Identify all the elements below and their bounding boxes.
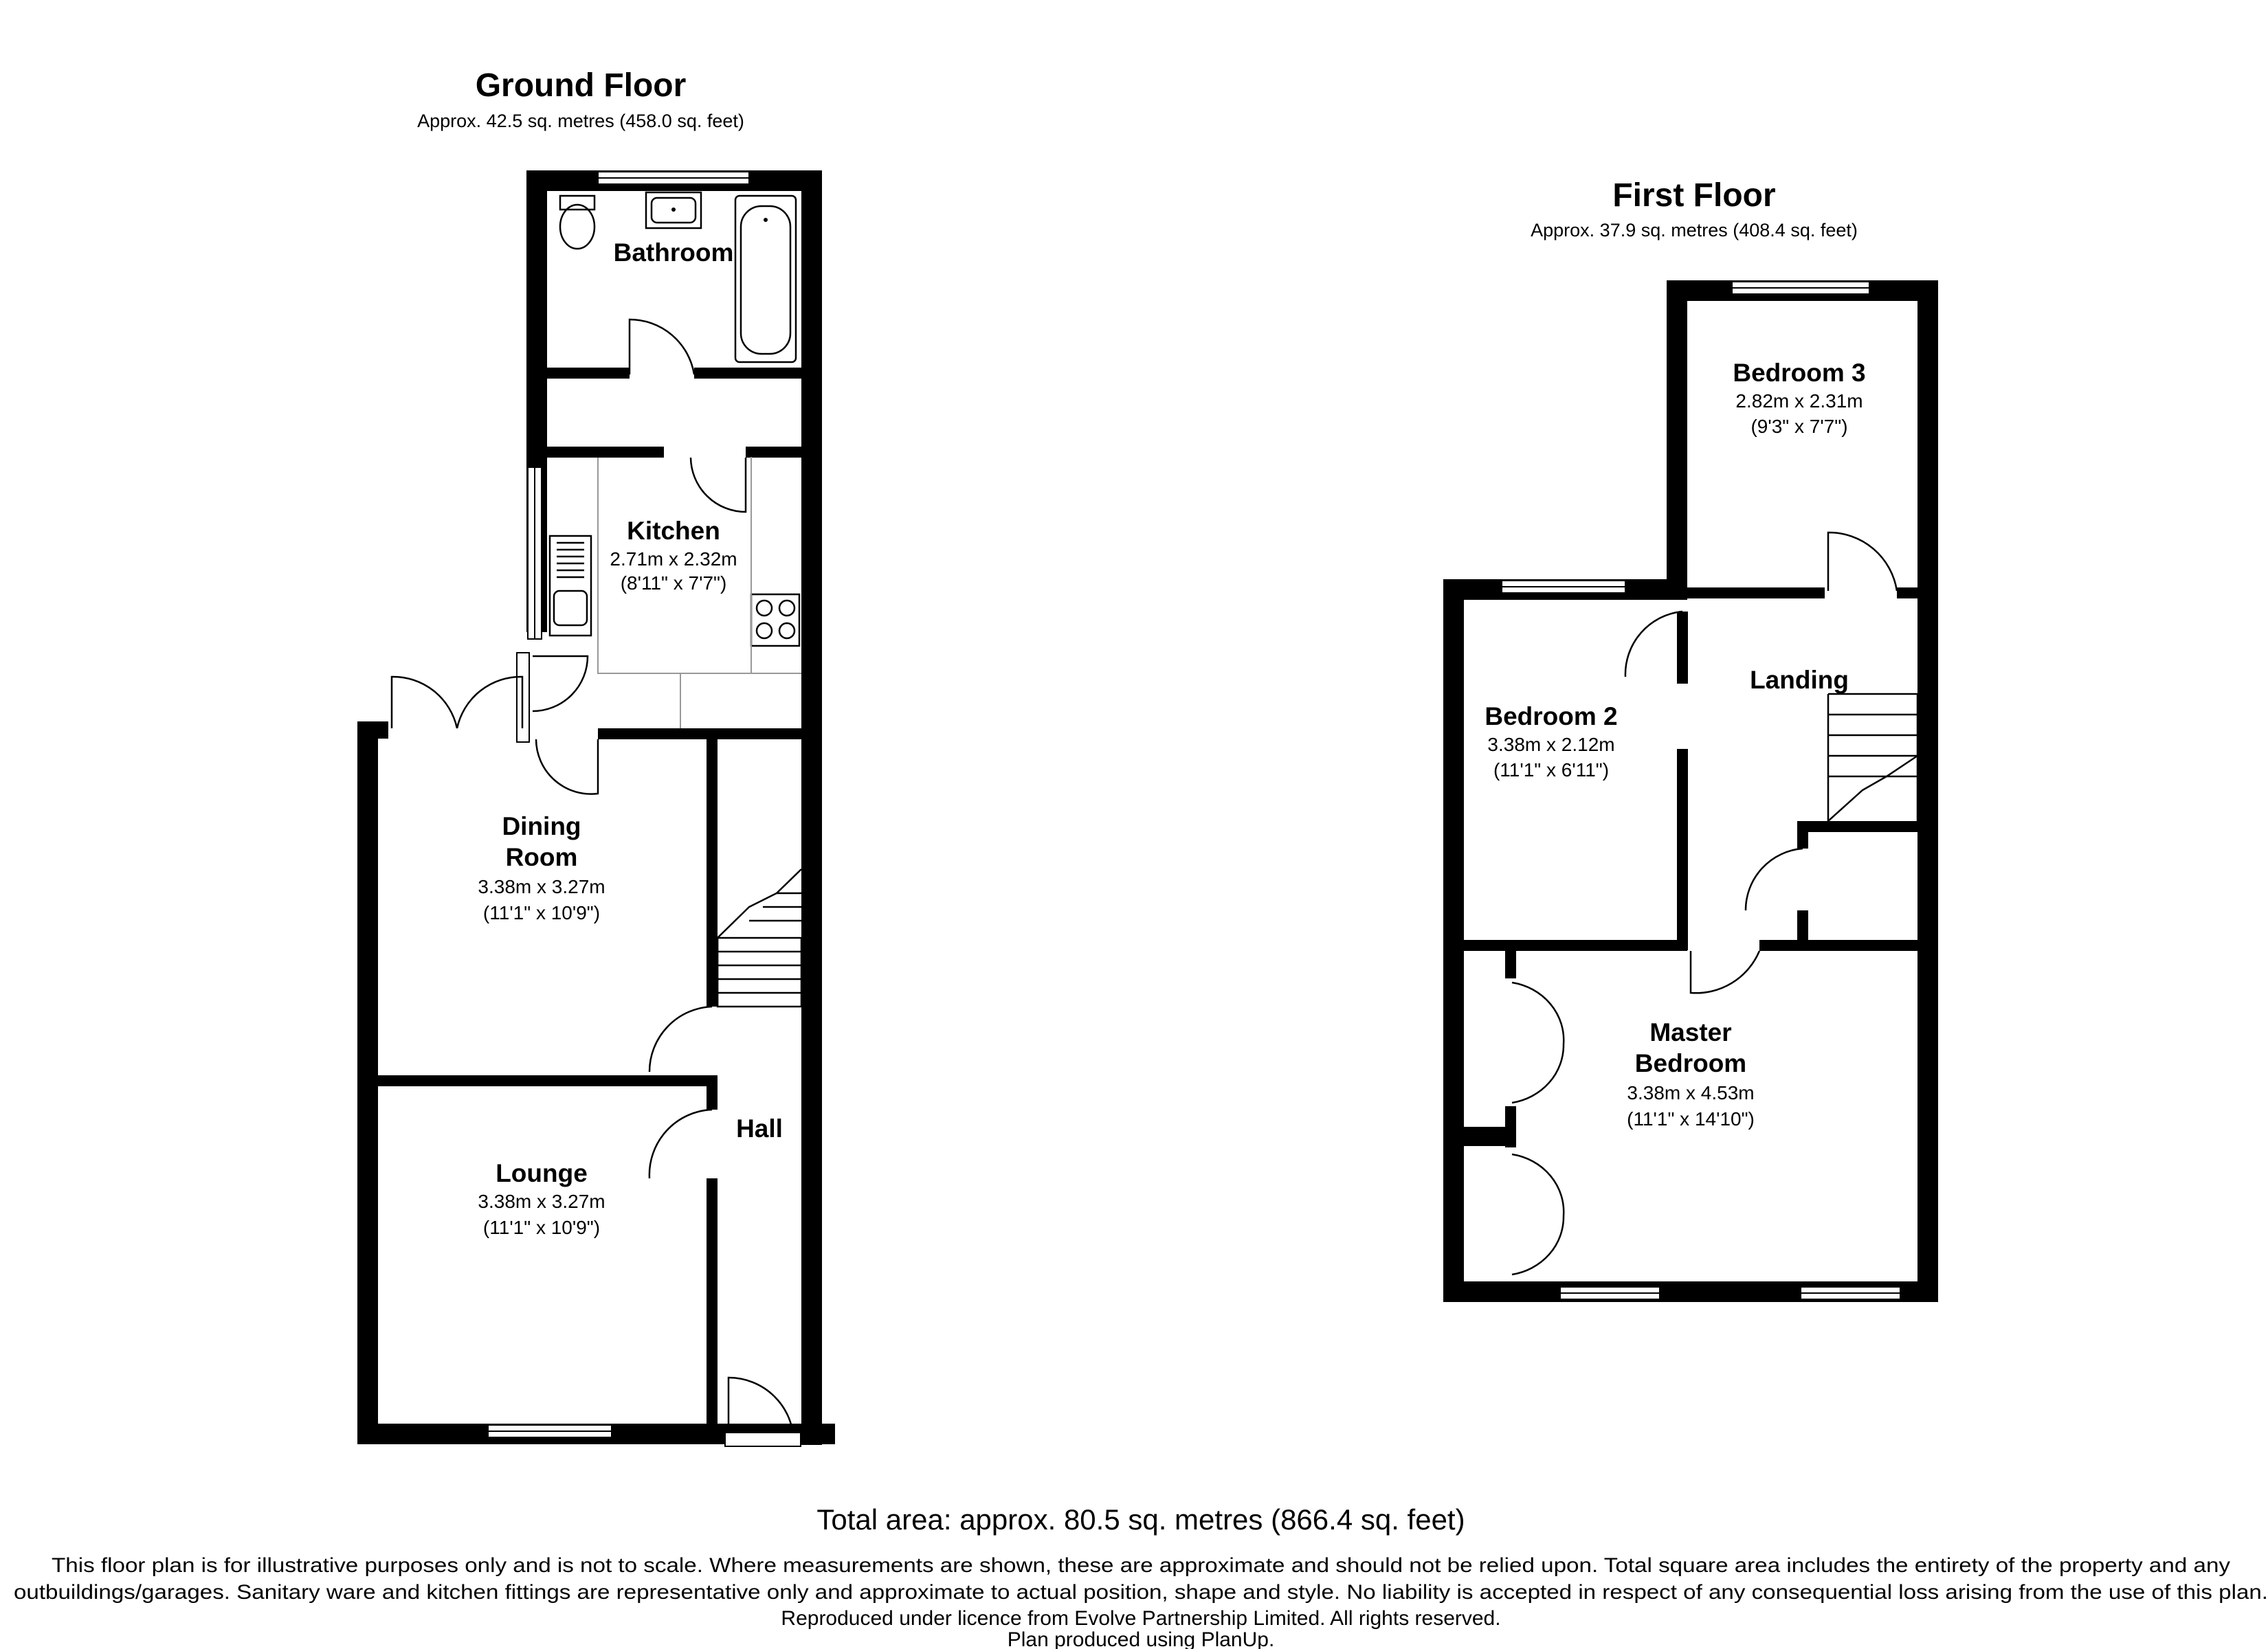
total-area: Total area: approx. 80.5 sq. metres (866… <box>816 1503 1465 1536</box>
sink-icon <box>548 535 592 637</box>
landing-staircase <box>1827 693 1919 822</box>
footer: Total area: approx. 80.5 sq. metres (866… <box>14 1503 2268 1649</box>
first-floor-doors <box>1511 531 1919 1276</box>
bedroom2-metric: 3.38m x 2.12m <box>1487 734 1614 755</box>
bathroom-label: Bathroom <box>614 238 734 267</box>
first-floor-walls <box>1443 280 1938 1302</box>
kitchen-label: Kitchen <box>627 517 720 545</box>
bedroom3-imperial: (9'3" x 7'7") <box>1750 416 1847 437</box>
bath-icon <box>734 194 797 363</box>
disclaimer-line-3: Reproduced under licence from Evolve Par… <box>781 1607 1500 1630</box>
ground-floor-windows <box>487 171 750 1438</box>
ground-floor-doors <box>390 318 801 1447</box>
disclaimer-line-2: outbuildings/garages. Sanitary ware and … <box>14 1581 2268 1604</box>
landing-label: Landing <box>1750 666 1849 694</box>
hall-label: Hall <box>736 1114 783 1143</box>
bedroom2-imperial: (11'1" x 6'11") <box>1493 759 1609 781</box>
master-bedroom-label-line2: Bedroom <box>1635 1049 1746 1077</box>
ground-floor-area: Approx. 42.5 sq. metres (458.0 sq. feet) <box>417 111 744 131</box>
lounge-metric: 3.38m x 3.27m <box>478 1191 605 1212</box>
disclaimer-line-4: Plan produced using PlanUp. <box>1008 1628 1275 1649</box>
master-bedroom-label-line1: Master <box>1649 1018 1731 1046</box>
disclaimer-line-1: This floor plan is for illustrative purp… <box>52 1554 2230 1577</box>
lounge-imperial: (11'1" x 10'9") <box>483 1217 600 1238</box>
ground-floor-plan: Ground Floor Approx. 42.5 sq. metres (45… <box>357 67 835 1447</box>
bedroom2-label: Bedroom 2 <box>1485 702 1617 730</box>
bedroom3-metric: 2.82m x 2.31m <box>1735 390 1863 412</box>
kitchen-metric: 2.71m x 2.32m <box>610 548 737 570</box>
dining-room-label-line1: Dining <box>502 812 581 840</box>
lounge-label: Lounge <box>496 1159 588 1187</box>
toilet-icon <box>559 194 596 211</box>
basin-icon <box>645 191 702 229</box>
ground-floor-title: Ground Floor <box>476 67 687 104</box>
ground-floor-labels: Bathroom Kitchen 2.71m x 2.32m (8'11" x … <box>478 238 783 1238</box>
first-floor-plan: First Floor Approx. 37.9 sq. metres (408… <box>1443 177 1938 1302</box>
dining-room-metric: 3.38m x 3.27m <box>478 876 605 897</box>
staircase <box>716 868 803 1008</box>
ground-floor-fixtures <box>548 191 803 1008</box>
kitchen-imperial: (8'11" x 7'7") <box>621 572 727 594</box>
first-floor-title: First Floor <box>1612 177 1775 214</box>
first-floor-labels: Bedroom 3 2.82m x 2.31m (9'3" x 7'7") La… <box>1485 359 1865 1130</box>
dining-room-label-line2: Room <box>506 843 578 871</box>
master-bedroom-metric: 3.38m x 4.53m <box>1627 1082 1754 1103</box>
master-bedroom-imperial: (11'1" x 14'10") <box>1627 1108 1755 1130</box>
first-floor-windows <box>1501 281 1901 1300</box>
bedroom3-label: Bedroom 3 <box>1733 359 1865 387</box>
first-floor-area: Approx. 37.9 sq. metres (408.4 sq. feet) <box>1531 220 1858 240</box>
dining-room-imperial: (11'1" x 10'9") <box>483 902 600 923</box>
